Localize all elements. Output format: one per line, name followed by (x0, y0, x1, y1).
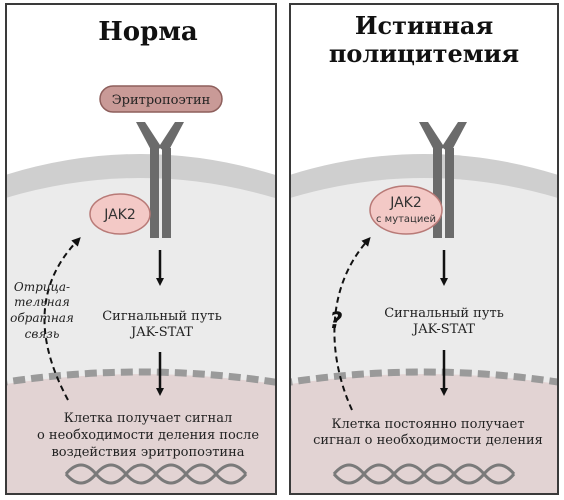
panel-normal: Норма Эритропоэтин JAK2 Сигнальный путь … (5, 3, 277, 495)
erythropoietin-label: Эритропоэтин (112, 93, 211, 108)
nucleus-label-line2: сигнал о необходимости деления (313, 433, 543, 448)
feedback-label-line4: связь (25, 327, 60, 341)
panel-border (5, 3, 277, 495)
nuclear-envelope (6, 368, 276, 386)
nuclear-envelope (290, 368, 558, 386)
feedback-arrow (43, 237, 81, 401)
feedback-label-line2: тельная (14, 295, 70, 309)
nucleus (6, 374, 276, 494)
nucleus-label-line2: о необходимости деления после (37, 428, 259, 443)
nucleus-label-line1: Клетка получает сигнал (64, 411, 232, 426)
erythropoietin-shape (99, 85, 223, 113)
jak2-mutation-label: с мутацией (376, 214, 436, 225)
nucleus (290, 374, 558, 494)
feedback-label-line3: обратная (10, 311, 74, 325)
panel-title: Норма (98, 17, 198, 47)
dna-icon (64, 463, 248, 485)
question-mark: ? (330, 309, 343, 334)
panel-title-line1: Истинная (355, 11, 493, 40)
panel-title-line2: полицитемия (329, 39, 519, 68)
receptor-icon (419, 122, 467, 238)
panel-polycythemia: Истинная полицитемия JAK2 с мутацией Сиг… (289, 3, 559, 495)
feedback-label-line1: Отрица- (14, 280, 70, 294)
nucleus-label-line1: Клетка постоянно получает (331, 417, 524, 432)
receptor-icon (136, 122, 184, 238)
pathway-label-line1: Сигнальный путь (384, 306, 504, 321)
pathway-label-line2: JAK-STAT (129, 325, 193, 340)
jak2-shape (89, 193, 151, 235)
pathway-label-line2: JAK-STAT (411, 322, 475, 337)
dna-icon (332, 463, 516, 485)
nucleus-label-line3: воздействия эритропоэтина (51, 445, 244, 460)
jak2-label: JAK2 (103, 207, 136, 223)
pathway-label-line1: Сигнальный путь (102, 309, 222, 324)
panel-border (289, 3, 559, 495)
jak2-label: JAK2 (389, 195, 422, 211)
jak2-mutated-shape (369, 185, 443, 235)
